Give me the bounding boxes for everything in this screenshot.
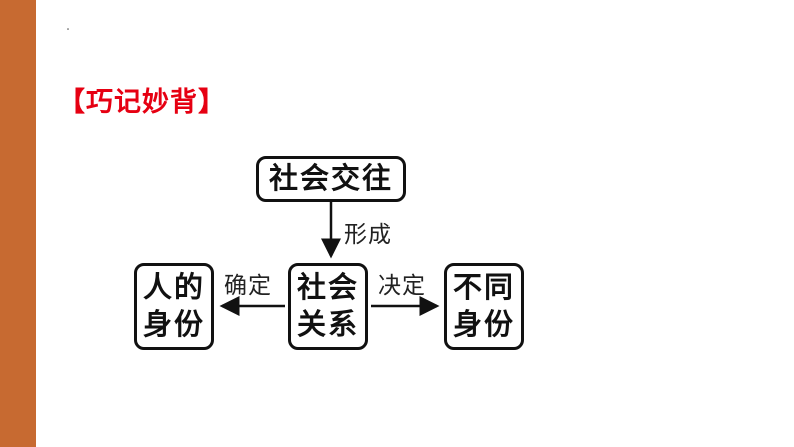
section-title: 【巧记妙背】 bbox=[58, 87, 226, 117]
left-accent-bar bbox=[0, 0, 36, 447]
arrow-label-decide: 决定 bbox=[378, 273, 426, 298]
box-text-line: 身份 bbox=[142, 308, 205, 341]
arrow-label-formation: 形成 bbox=[344, 222, 392, 247]
box-text-line: 关系 bbox=[296, 308, 359, 341]
box-text-line: 身份 bbox=[452, 308, 515, 341]
box-personal-identity: 人的 身份 bbox=[134, 263, 214, 350]
box-social-relations: 社会 关系 bbox=[288, 263, 368, 350]
stray-dot: . bbox=[66, 17, 70, 34]
arrow-label-determine: 确定 bbox=[224, 273, 272, 298]
box-text-line: 不同 bbox=[452, 271, 515, 304]
box-text-line: 社会 bbox=[296, 271, 359, 304]
box-text-line: 人的 bbox=[142, 271, 205, 304]
box-text: 社会交往 bbox=[268, 162, 393, 195]
box-social-interaction: 社会交往 bbox=[256, 156, 406, 202]
box-different-identity: 不同 身份 bbox=[444, 263, 524, 350]
